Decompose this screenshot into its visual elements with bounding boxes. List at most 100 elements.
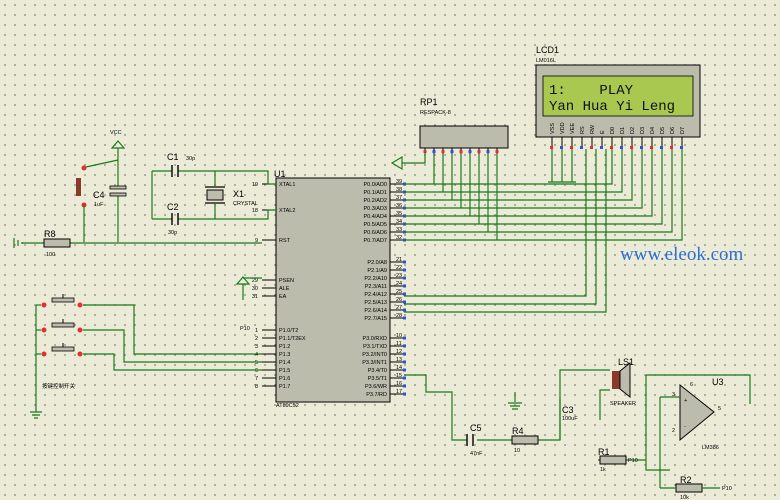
ctrl-wire-lcd <box>404 149 607 313</box>
u3-input-wire <box>659 396 680 488</box>
u3-pin-2: 2 <box>672 428 675 434</box>
watermark: www.eleok.com <box>620 244 744 265</box>
speaker-cone <box>619 361 631 399</box>
mcu-pin-number: 1 <box>255 328 258 334</box>
u3-minus-sign: - <box>684 424 686 430</box>
push-button[interactable] <box>51 346 75 352</box>
resistor-pack[interactable]: RP1 RESPACK-8 <box>419 97 509 154</box>
c1-wire <box>152 170 276 185</box>
mcu-pin-number: 11 <box>396 341 402 347</box>
rp1-pin-marker <box>477 150 481 153</box>
x1-model-label: CRYSTAL <box>233 201 258 207</box>
mcu-pin-marker <box>403 276 406 280</box>
mcu-pin-name: PSEN <box>279 278 294 284</box>
mcu-pin-name: P2.4/A12 <box>364 292 387 298</box>
mcu-pin-name: P3.0/RXD <box>363 336 387 342</box>
audio-amplifier[interactable]: C5 47nF R4 10 C3 100uF LS1 SPEAKER U3 + … <box>404 357 751 500</box>
mcu-pin-number: 24 <box>396 281 402 287</box>
rp1-pin-marker <box>423 150 427 153</box>
bus-wire-lcd <box>404 149 633 201</box>
mcu-pin-number: 17 <box>396 389 402 395</box>
mcu-pin-number: 13 <box>396 357 402 363</box>
mcu-pin-number: 23 <box>396 273 402 279</box>
mcu-pin-name: EA <box>279 294 287 300</box>
bus-wire-lcd <box>404 149 623 193</box>
lcd-pin-label: D1 <box>620 127 626 134</box>
mcu-pin-number: 38 <box>396 187 402 193</box>
mcu-pin-name: P2.2/A10 <box>364 276 387 282</box>
mcu-pin-number: 27 <box>396 305 402 311</box>
mcu-pin-name: P0.1/AD1 <box>363 190 387 196</box>
ls1-model-label: SPEAKER <box>610 401 636 407</box>
mcu-pin-number: 33 <box>396 227 402 233</box>
push-button[interactable] <box>51 297 75 303</box>
mcu-pin-number: 2 <box>255 336 258 342</box>
c1-value-label: 30p <box>186 156 195 162</box>
p10-label-3: P10 <box>722 486 732 492</box>
rp1-pin-marker <box>432 150 436 153</box>
push-button[interactable] <box>51 322 75 328</box>
mcu-pin-name: P0.4/AD4 <box>363 214 387 220</box>
c4-value-label: 1uF <box>94 202 104 208</box>
mcu-pin-name: P3.7/RD <box>366 392 387 398</box>
mcu-pin-name: P3.1/TXD <box>363 344 387 350</box>
c4-ref-label: C4 <box>93 190 105 200</box>
mcu-pin-number: 3 <box>255 344 258 350</box>
x1-ref-label: X1 <box>233 189 244 199</box>
mcu-pin-number: 26 <box>396 297 402 303</box>
ground-symbol-left <box>13 238 23 248</box>
mcu-pin-name: P1.2 <box>279 344 290 350</box>
mcu-pin-number: 10 <box>396 333 402 339</box>
mcu-pin-number: 21 <box>396 257 402 263</box>
lcd-pin-label: VDD <box>560 122 566 134</box>
lcd-pin-marker <box>630 146 633 149</box>
mcu-pin-name: P3.6/WR <box>365 384 387 390</box>
u3-amp-triangle <box>679 383 715 442</box>
mcu-pin-name: P0.7/AD7 <box>363 238 387 244</box>
lcd-pin-marker <box>640 146 643 149</box>
reset-button[interactable] <box>76 178 81 196</box>
mcu-pin-name: P1.1/T2EX <box>279 336 306 342</box>
button-terminal <box>41 302 47 308</box>
rp1-pin-row <box>423 148 499 154</box>
reset-button-wire <box>85 159 119 168</box>
bus-wire-lcd <box>404 149 663 225</box>
u3-pin-6: 6 <box>690 382 693 388</box>
lcd-pin-marker <box>660 146 663 149</box>
ctrl-wire-lcd <box>404 149 587 297</box>
ea-wire <box>242 277 262 300</box>
rp1-pin-marker <box>450 150 454 153</box>
mcu-right-pins: 39P0.0/AD038P0.1/AD137P0.2/AD236P0.3/AD3… <box>362 179 406 398</box>
bus-wire-lcd <box>404 149 673 233</box>
mcu-pin-marker <box>403 316 406 320</box>
reset-circuit[interactable]: VCC C4 1uF R8 100 <box>13 130 262 258</box>
lcd-pin-marker <box>610 146 613 149</box>
rp1-supply-arrow <box>390 155 403 171</box>
data-bus-wires <box>404 149 683 313</box>
button-bank[interactable]: 按键控制开关 P10 <box>30 294 262 419</box>
r4-body <box>511 435 539 445</box>
mcu-pin-name: P1.0/T2 <box>279 328 298 334</box>
button-terminal <box>77 327 83 333</box>
c2-value-label: 30p <box>168 230 177 236</box>
lcd-screen <box>542 75 694 117</box>
lcd-line-1: 1: PLAY <box>549 83 634 99</box>
mcu-pin-name: XTAL2 <box>279 208 295 214</box>
oscillator-circuit[interactable]: C1 30p C2 30p X1 CRYSTAL <box>151 152 276 236</box>
bus-wire-lcd <box>404 149 653 217</box>
r8-body <box>43 238 71 248</box>
mcu-pin-name: P1.4 <box>279 360 290 366</box>
mcu-pin-number: 8 <box>255 384 258 390</box>
r8-ref-label: R8 <box>44 229 56 239</box>
u3-pin-3: 3 <box>672 392 675 398</box>
mcu-pin-number: 28 <box>396 313 402 319</box>
p10-label-2: P10 <box>628 458 638 464</box>
lcd-ref-label: LCD1 <box>536 45 559 55</box>
mcu-pin-name: P0.5/AD5 <box>363 222 387 228</box>
c3-value-label: 100uF <box>562 416 578 422</box>
mcu-pin-number: 5 <box>255 360 258 366</box>
mcu-pin-number: 7 <box>255 376 258 382</box>
